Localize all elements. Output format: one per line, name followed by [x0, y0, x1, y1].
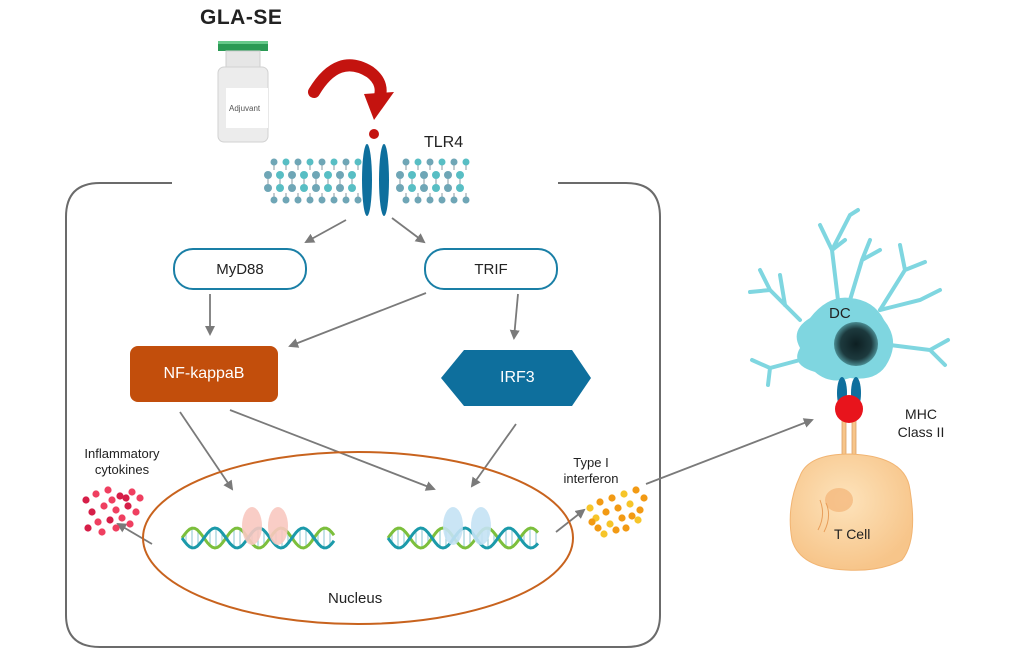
inflammatory-cytokines-icon — [82, 486, 144, 536]
myd88-box: MyD88 — [173, 248, 307, 290]
ligand-dot — [369, 129, 379, 139]
adjuvant-vial-icon — [217, 41, 269, 143]
inflammatory-cytokines-label: Inflammatory cytokines — [72, 446, 172, 478]
mhc-class-ii-label: MHC Class II — [886, 405, 956, 441]
inflammatory-line1: Inflammatory — [84, 446, 160, 461]
mhc-line1: MHC — [905, 406, 937, 422]
irf3-hexagon — [441, 350, 591, 406]
dc-label: DC — [829, 305, 851, 322]
type-i-interferon-label: Type I interferon — [551, 455, 631, 487]
irf3-label: IRF3 — [500, 369, 535, 386]
tlr4-receptor-icon — [362, 144, 389, 216]
vial-label: Adjuvant — [229, 104, 261, 113]
red-curved-arrow — [308, 59, 394, 120]
trif-box: TRIF — [424, 248, 558, 290]
nfkappab-box: NF-kappaB — [130, 346, 278, 402]
t-cell-icon — [789, 453, 914, 571]
dendritic-cell-icon — [748, 208, 950, 409]
interferon-line1: Type I — [573, 455, 609, 470]
mhc-class-ii-icon — [835, 395, 863, 461]
nfkappab-label: NF-kappaB — [163, 365, 245, 382]
nfkappab-factor-icon — [242, 507, 288, 545]
nucleus-label: Nucleus — [328, 590, 383, 607]
interferon-line2: interferon — [563, 471, 619, 486]
tlr4-label: TLR4 — [424, 134, 464, 151]
irf3-factor-icon — [443, 507, 491, 545]
tcell-label: T Cell — [834, 526, 871, 542]
trif-label: TRIF — [474, 260, 508, 278]
diagram-title: GLA-SE — [200, 6, 283, 29]
dna-helix-right-icon — [386, 526, 540, 550]
mhc-line2: Class II — [897, 424, 945, 440]
nucleus-membrane — [142, 451, 574, 625]
inflammatory-line2: cytokines — [94, 462, 150, 477]
type-i-interferon-icon — [586, 486, 648, 538]
membrane-lipids — [264, 158, 470, 204]
myd88-label: MyD88 — [216, 260, 264, 278]
cell-outline — [65, 182, 661, 648]
pathway-arrows — [116, 217, 814, 545]
